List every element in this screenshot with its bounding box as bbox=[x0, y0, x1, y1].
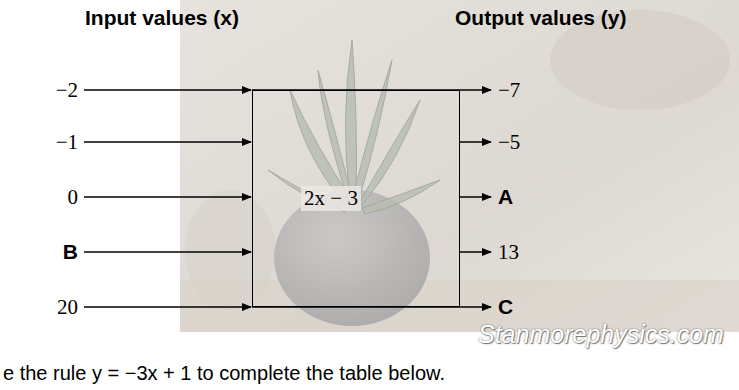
output-arrow bbox=[460, 251, 491, 253]
column-heading: Input values (x) bbox=[85, 6, 239, 30]
output-value: 13 bbox=[498, 240, 519, 264]
input-value: −2 bbox=[56, 78, 78, 102]
input-arrow bbox=[84, 306, 251, 308]
input-value: −1 bbox=[56, 130, 78, 154]
instruction-text: e the rule y = −3x + 1 to complete the t… bbox=[3, 362, 445, 385]
output-arrow bbox=[460, 196, 491, 198]
input-value: 20 bbox=[57, 295, 78, 319]
column-heading: Output values (y) bbox=[455, 6, 627, 30]
output-arrow bbox=[460, 141, 491, 143]
input-value: B bbox=[63, 240, 78, 264]
input-arrow bbox=[84, 89, 251, 91]
function-box: 2x − 3 bbox=[252, 90, 460, 307]
output-value: C bbox=[498, 295, 513, 319]
input-arrow bbox=[84, 196, 251, 198]
output-value: −5 bbox=[498, 130, 520, 154]
input-arrow bbox=[84, 141, 251, 143]
output-value: −7 bbox=[498, 78, 520, 102]
watermark: Stanmorephysics.com bbox=[478, 320, 724, 349]
function-rule: 2x − 3 bbox=[301, 186, 361, 211]
output-value: A bbox=[498, 185, 513, 209]
input-arrow bbox=[84, 251, 251, 253]
input-value: 0 bbox=[68, 185, 79, 209]
